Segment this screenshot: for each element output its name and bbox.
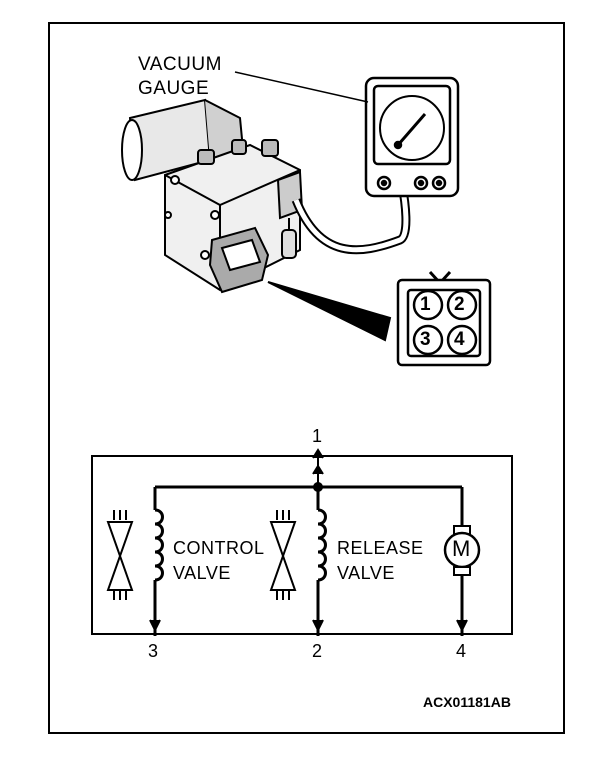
release-valve-label-line2: VALVE xyxy=(337,563,395,583)
connector-pin-3: 3 xyxy=(420,329,431,350)
control-valve-label-line2: VALVE xyxy=(173,563,231,583)
terminal-4-label: 4 xyxy=(456,641,467,661)
control-valve-label-line1: CONTROL xyxy=(173,538,265,558)
vacuum-gauge-label-line1: VACUUM xyxy=(138,54,222,75)
motor-symbol-label: M xyxy=(452,536,471,561)
vacuum-gauge xyxy=(234,71,460,198)
schematic xyxy=(91,448,513,636)
connector-face xyxy=(396,270,492,367)
release-valve-label-line1: RELEASE xyxy=(337,538,424,558)
terminal-2-label: 2 xyxy=(312,641,323,661)
connector-pin-4: 4 xyxy=(454,329,465,350)
terminal-1-label: 1 xyxy=(312,426,323,446)
connector-pin-2: 2 xyxy=(454,294,465,315)
figure-code: ACX01181AB xyxy=(423,694,511,710)
figure-frame xyxy=(48,22,565,734)
actuator-illustration xyxy=(121,98,411,342)
vacuum-gauge-label-line2: GAUGE xyxy=(138,78,210,99)
schematic-box xyxy=(91,455,513,635)
connector-pin-1: 1 xyxy=(420,294,431,315)
terminal-3-label: 3 xyxy=(148,641,159,661)
